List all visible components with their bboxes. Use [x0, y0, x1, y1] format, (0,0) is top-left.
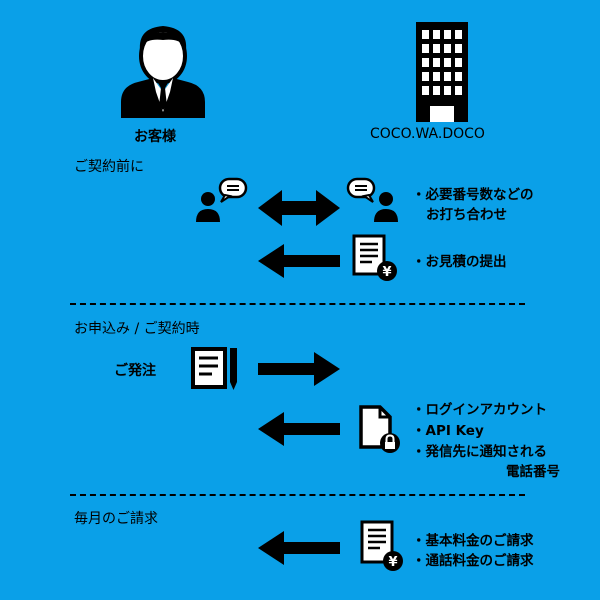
- businessman-icon: [121, 26, 205, 118]
- step-bullet-meeting-2: お打ち合わせ: [426, 207, 507, 223]
- step-bullet-meeting-1: ・必要番号数などの: [412, 187, 534, 203]
- chat-person-icon: [346, 177, 398, 222]
- delivery-bullet-phone-1: ・発信先に通知される: [412, 444, 547, 460]
- billing-bullet-base: ・基本料金のご請求: [412, 533, 534, 549]
- left-arrow-icon: [258, 244, 340, 278]
- office-building-icon: [416, 22, 468, 122]
- svg-text:¥: ¥: [388, 555, 397, 570]
- section-divider: [70, 494, 525, 496]
- customer-label: お客様: [134, 129, 176, 145]
- left-arrow-icon: [258, 531, 340, 565]
- billing-bullet-call: ・通話料金のご請求: [412, 553, 534, 569]
- svg-text:¥: ¥: [382, 265, 391, 280]
- section-title-pre-contract: ご契約前に: [74, 159, 144, 175]
- double-arrow-icon: [258, 190, 340, 226]
- section-title-application: お申込み / ご契約時: [74, 321, 200, 337]
- left-arrow-icon: [258, 412, 340, 446]
- locked-document-icon: [359, 405, 400, 453]
- delivery-bullet-phone-2: 電話番号: [506, 464, 560, 480]
- right-arrow-icon: [258, 352, 340, 386]
- chat-person-icon: [196, 177, 248, 222]
- section-title-monthly: 毎月のご請求: [74, 511, 158, 527]
- estimate-document-yen-icon: ¥: [352, 234, 397, 281]
- order-form-pen-icon: [191, 347, 237, 390]
- order-label: ご発注: [114, 363, 156, 379]
- section-divider: [70, 303, 525, 305]
- invoice-yen-icon: ¥: [360, 520, 403, 571]
- step-bullet-estimate: ・お見積の提出: [412, 254, 507, 270]
- delivery-bullet-login: ・ログインアカウント: [412, 402, 547, 418]
- delivery-bullet-api-key: ・API Key: [412, 423, 484, 439]
- company-label: COCO.WA.DOCO: [370, 126, 485, 142]
